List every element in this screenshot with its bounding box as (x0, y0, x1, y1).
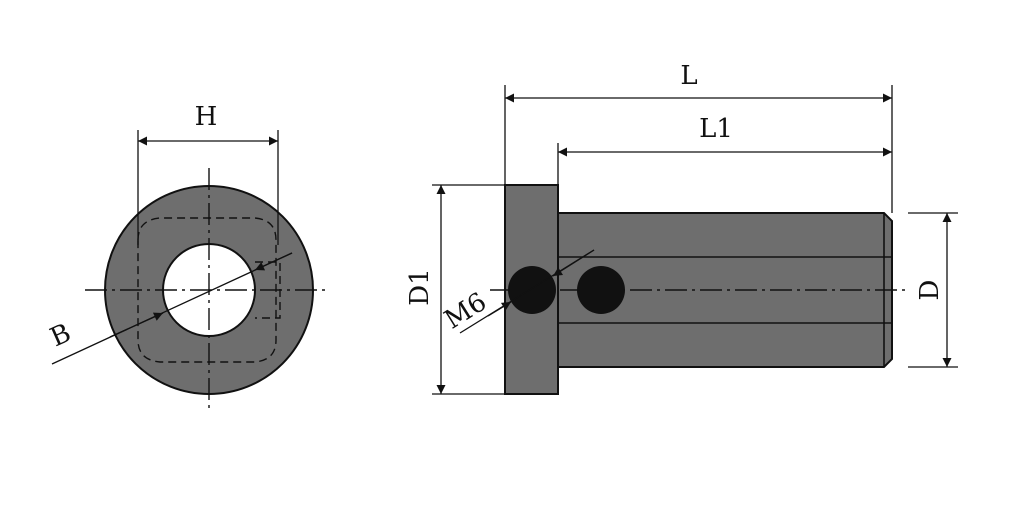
end-view: H B (46, 102, 330, 412)
label-d: D (915, 280, 945, 301)
end-view-hidden-bore (137, 217, 277, 363)
b-arrow-upper (254, 252, 293, 271)
label-m6: M6 (440, 287, 493, 335)
m6-arrow-upper (552, 249, 595, 277)
side-view: L L1 D1 D M6 (405, 61, 958, 395)
m6-arrow-lower (487, 301, 512, 317)
label-h: H (195, 102, 218, 132)
label-l1: L1 (699, 114, 733, 144)
screw-1 (508, 266, 556, 314)
label-d1: D1 (405, 268, 435, 305)
label-l: L (680, 61, 697, 91)
label-b: B (46, 318, 76, 353)
screw-2 (577, 266, 625, 314)
b-arrow-lower (109, 312, 164, 338)
b-leader (51, 252, 293, 365)
